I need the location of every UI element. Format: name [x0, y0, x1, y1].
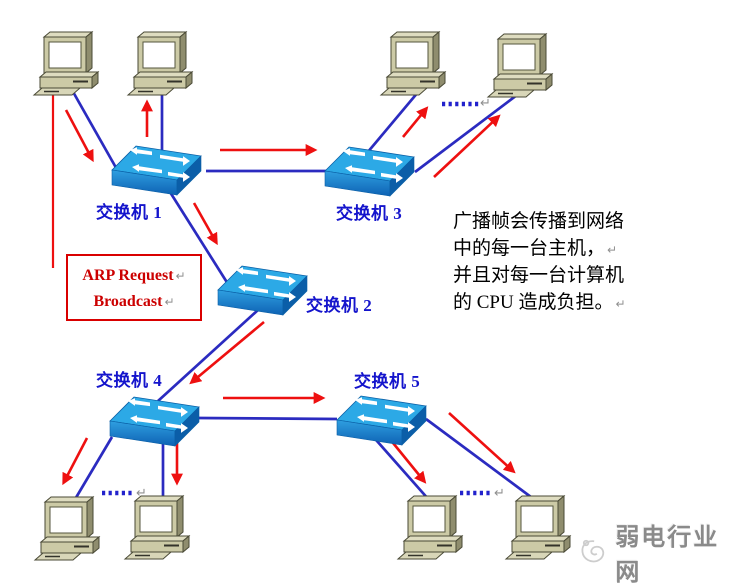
callout-line: Broadcast↵	[68, 289, 200, 315]
arp-request-callout: ARP Request↵ Broadcast↵	[66, 254, 202, 321]
computer-icon	[504, 494, 572, 560]
annotation-text: 广播帧会传播到网络 中的每一台主机，↵ 并且对每一台计算机 的 CPU 造成负担…	[453, 209, 673, 317]
watermark-text: 弱电行业网	[615, 524, 720, 586]
computer-icon	[379, 30, 447, 96]
dotted-ellipsis-lines	[102, 101, 493, 496]
computer-icon	[396, 494, 464, 560]
switch-1-icon	[108, 140, 204, 196]
annotation-line: 的 CPU 造成负担。↵	[453, 292, 626, 313]
broadcast-arrows	[62, 99, 516, 486]
return-mark: ↵	[164, 295, 175, 309]
computer-icon	[32, 30, 100, 96]
weak-current-site-logo-icon	[581, 539, 605, 563]
computer-icon	[123, 494, 191, 560]
computer-icon	[33, 495, 101, 561]
switch-3-label: 交换机 3	[336, 204, 403, 223]
callout-text: ARP Request	[82, 267, 174, 284]
return-mark: ↵	[175, 269, 186, 283]
switch-2-icon	[214, 260, 310, 316]
callout-line: ARP Request↵	[68, 263, 200, 289]
switch-5-label: 交换机 5	[354, 372, 421, 391]
return-mark: ↵	[136, 486, 147, 501]
return-mark: ↵	[480, 96, 491, 111]
annotation-line: 并且对每一台计算机	[453, 265, 625, 286]
return-mark: ↵	[494, 486, 505, 501]
callout-text: Broadcast	[93, 293, 163, 310]
watermark: 弱电行业网	[578, 517, 732, 587]
network-broadcast-diagram: 交换机 1 交换机 2 交换机 3 交换机 4 交换机 5 ARP Reques…	[0, 0, 717, 586]
computer-icon	[486, 32, 554, 98]
switch-3-icon	[321, 141, 417, 197]
annotation-line: 广播帧会传播到网络	[453, 211, 625, 232]
switch-2-label: 交换机 2	[306, 296, 373, 315]
annotation-line: 中的每一台主机，↵	[453, 238, 618, 259]
switch-4-icon	[106, 391, 202, 447]
computer-icon	[126, 30, 194, 96]
switch-4-label: 交换机 4	[96, 371, 163, 390]
connection-lines-layer	[51, 89, 536, 502]
switch-5-icon	[333, 390, 429, 446]
switch-1-label: 交换机 1	[96, 203, 163, 222]
ethernet-links	[70, 89, 536, 502]
